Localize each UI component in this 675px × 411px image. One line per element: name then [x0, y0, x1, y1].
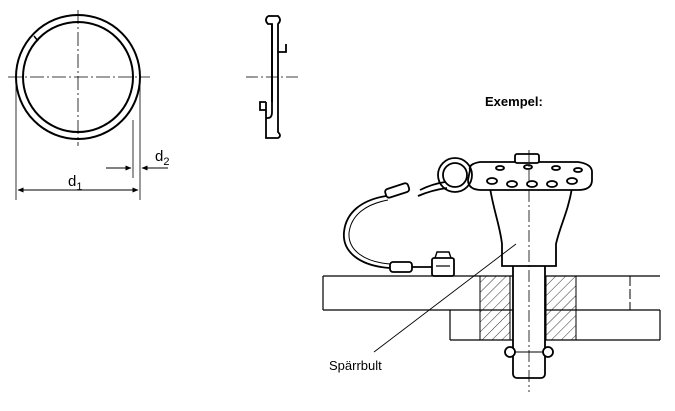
- plate-hatch-right: [545, 275, 577, 341]
- cable-ferrule-upper: [384, 182, 411, 199]
- lanyard-ring-outer: [437, 157, 473, 193]
- pin-locking-ball: [504, 346, 516, 358]
- pin-handle-body: [488, 187, 574, 267]
- d1-label: d1: [68, 173, 82, 193]
- d2-label: d2: [155, 148, 169, 168]
- plate-hatch-left: [479, 275, 511, 341]
- lanyard-cable: [343, 195, 391, 269]
- dimension-lines: [15, 82, 168, 200]
- ring-side-view: [246, 15, 300, 139]
- callout-leader-line: [373, 243, 517, 353]
- plate-section: [322, 275, 661, 341]
- cable-ferrule-lower: [389, 261, 413, 273]
- lanyard-assembly: [343, 157, 473, 277]
- lanyard-ring-inner: [442, 162, 468, 188]
- callout-label: Spärrbult: [329, 358, 382, 373]
- ring-split-mark: [33, 35, 39, 42]
- ring-front-view: [8, 10, 150, 146]
- mounting-screw: [431, 257, 455, 277]
- pin-push-button: [514, 153, 540, 164]
- example-heading: Exempel:: [485, 94, 543, 109]
